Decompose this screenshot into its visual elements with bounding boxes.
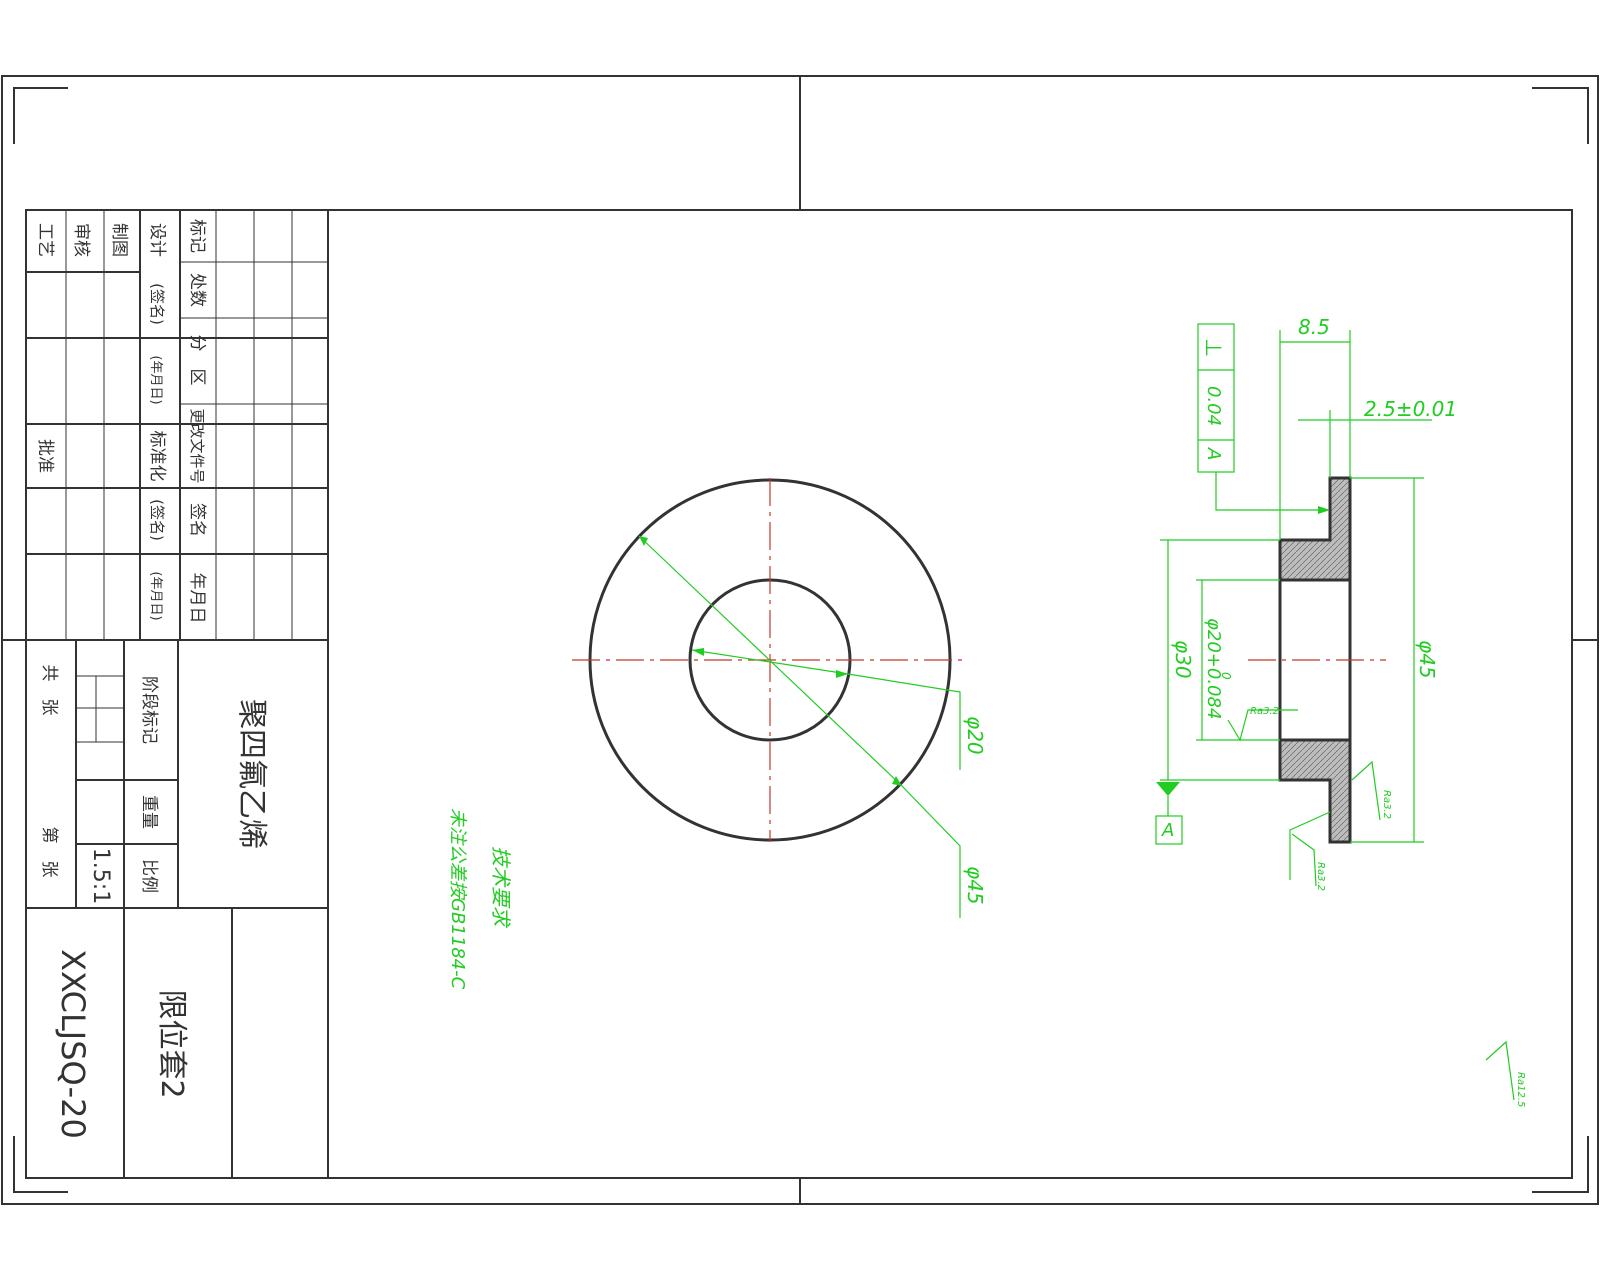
ra-bore-label: Ra3.2 xyxy=(1250,706,1279,717)
tb-person-1: 审核 xyxy=(71,223,91,257)
dim-phi20-tol-lower: 0 xyxy=(1219,672,1233,680)
dim-phi45-side: φ45 xyxy=(1415,640,1439,679)
tb-role-4: (签名) xyxy=(148,499,166,541)
datum-label: A xyxy=(1161,820,1174,841)
dim-phi20-tol: φ20+0.084 xyxy=(1203,618,1224,719)
inner-frame xyxy=(25,209,1573,1179)
corner-mark-br xyxy=(1532,1136,1589,1193)
tb-person-2: 工艺 xyxy=(35,223,55,257)
tb-header-5: 年月日 xyxy=(187,573,207,624)
tb-stage-label: 阶段标记 xyxy=(139,676,159,744)
ra-bottom-label: Ra3.2 xyxy=(1315,862,1326,891)
tb-weight-label: 重量 xyxy=(139,795,159,829)
tb-drawing-no: XXCLJSQ-20 xyxy=(54,949,92,1139)
tech-requirements: 技术要求 未注公差按GB1184-C xyxy=(447,808,513,990)
tb-person-0: 制图 xyxy=(109,223,129,257)
tb-header-4: 签名 xyxy=(187,503,207,537)
ra-face-label: Ra3.2 xyxy=(1381,790,1392,819)
corner-mark-tr xyxy=(1532,87,1589,144)
tolerance-value: 0.04 xyxy=(1203,386,1224,426)
datum-box xyxy=(1155,815,1183,845)
tb-material: 聚四氟乙烯 xyxy=(234,699,269,849)
phi45-leader xyxy=(638,535,961,918)
ra-general-symbol xyxy=(1485,1040,1515,1101)
tb-approve: 批准 xyxy=(35,439,55,473)
tb-header-1: 处数 xyxy=(187,273,207,307)
dim-phi45-front: φ45 xyxy=(963,866,987,905)
tech-title: 技术要求 xyxy=(489,846,513,929)
ra-bottom-symbol xyxy=(1291,833,1317,887)
section-upper-hatch xyxy=(1280,478,1350,580)
section-view: 8.5 2.5±0.01 φ45 φ30 φ20+0.084 0 A ⊥ 0.0… xyxy=(1155,315,1526,1107)
tb-role-2: (年月日) xyxy=(148,355,163,404)
tb-role-1: (签名) xyxy=(148,283,166,325)
ra-general-label: Ra12.5 xyxy=(1515,1072,1526,1107)
tb-role-3: 标准化 xyxy=(147,431,167,482)
ra-bore-symbol xyxy=(1227,709,1298,742)
datum-triangle xyxy=(1156,782,1180,796)
title-block xyxy=(26,210,329,1178)
tolerance-symbol: ⊥ xyxy=(1200,338,1225,357)
tb-header-0: 标记 xyxy=(187,219,207,253)
tech-line1: 未注公差按GB1184-C xyxy=(447,808,468,990)
tb-scale-value: 1.5:1 xyxy=(88,848,113,904)
tb-sheet-total: 共 张 xyxy=(39,665,59,716)
corner-mark-tl xyxy=(13,87,68,144)
tb-role-0: 设计 xyxy=(147,223,167,257)
dim-width-85: 8.5 xyxy=(1298,315,1330,339)
ra-face-symbol xyxy=(1351,760,1381,821)
tb-scale-label: 比例 xyxy=(139,859,159,893)
tb-role-5: (年月日) xyxy=(148,571,163,620)
dim-flange-25: 2.5±0.01 xyxy=(1364,397,1457,421)
tb-part-name: 限位套2 xyxy=(154,989,189,1098)
tb-sheet-no: 第 张 xyxy=(39,827,59,878)
dim-phi20: φ20 xyxy=(963,716,987,755)
corner-mark-bl xyxy=(13,1136,68,1193)
tolerance-datum: A xyxy=(1203,447,1224,460)
tolerance-leader xyxy=(1215,472,1320,511)
section-lower-hatch xyxy=(1280,740,1350,842)
dim-phi30: φ30 xyxy=(1171,640,1195,679)
front-view: φ20 φ45 xyxy=(572,478,987,918)
tb-header-2: 分 区 xyxy=(187,335,207,386)
ra-bottom-leader xyxy=(1289,811,1331,880)
phi20-leader xyxy=(691,649,961,770)
tb-header-3: 更改文件号 xyxy=(188,408,206,483)
